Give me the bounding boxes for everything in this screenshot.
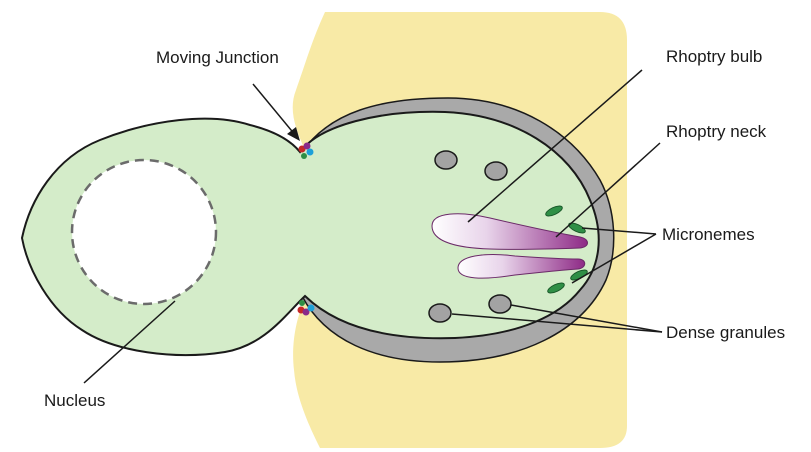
dense-granule [489,295,511,313]
label-rhoptry-bulb: Rhoptry bulb [666,47,762,66]
label-nucleus: Nucleus [44,391,105,410]
nucleus [72,160,216,304]
dense-granule [429,304,451,322]
label-moving-junction: Moving Junction [156,48,279,67]
label-micronemes: Micronemes [662,225,755,244]
label-dense-granules: Dense granules [666,323,785,342]
dense-granule [485,162,507,180]
label-rhoptry-neck: Rhoptry neck [666,122,767,141]
dense-granule [435,151,457,169]
